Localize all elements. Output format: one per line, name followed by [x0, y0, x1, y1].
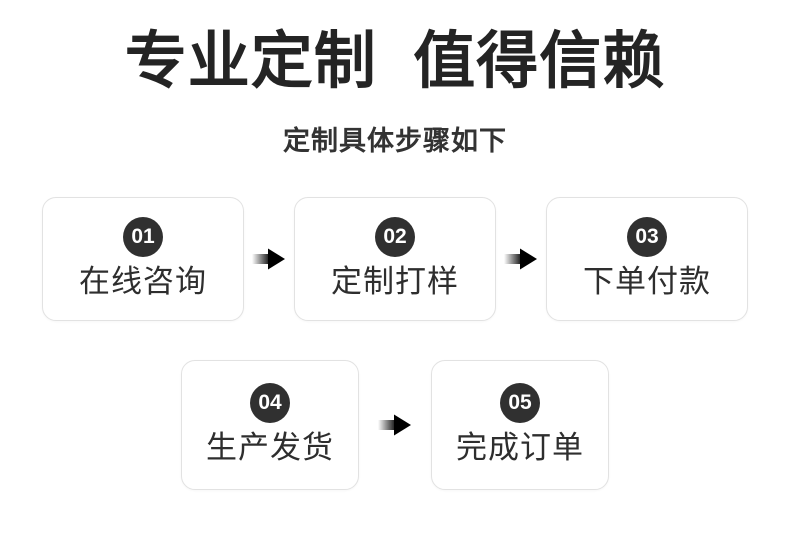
arrow-right-icon: [244, 244, 294, 274]
step-card-03[interactable]: 03 下单付款: [546, 197, 748, 321]
step-label-02: 定制打样: [331, 263, 459, 299]
step-label-03: 下单付款: [583, 263, 711, 299]
step-card-05[interactable]: 05 完成订单: [431, 360, 609, 490]
step-label-05: 完成订单: [456, 429, 584, 465]
step-card-04[interactable]: 04 生产发货: [181, 360, 359, 490]
step-badge-01: 01: [123, 216, 163, 257]
steps-row-1: 01 在线咨询 02 定制打样: [0, 197, 790, 321]
step-badge-02: 02: [375, 216, 415, 257]
arrow-right-icon: [496, 244, 546, 274]
step-label-04: 生产发货: [206, 429, 334, 465]
step-card-02[interactable]: 02 定制打样: [294, 197, 496, 321]
steps-row-2: 04 生产发货 05 完成订单: [0, 360, 790, 490]
page-title: 专业定制 值得信赖: [124, 27, 666, 96]
step-badge-03: 03: [627, 216, 667, 257]
page-subtitle: 定制具体步骤如下: [283, 126, 507, 156]
step-label-01: 在线咨询: [79, 263, 207, 299]
step-badge-05: 05: [500, 382, 540, 423]
step-badge-04: 04: [250, 382, 290, 423]
step-card-01[interactable]: 01 在线咨询: [42, 197, 244, 321]
arrow-right-icon: [359, 410, 431, 440]
